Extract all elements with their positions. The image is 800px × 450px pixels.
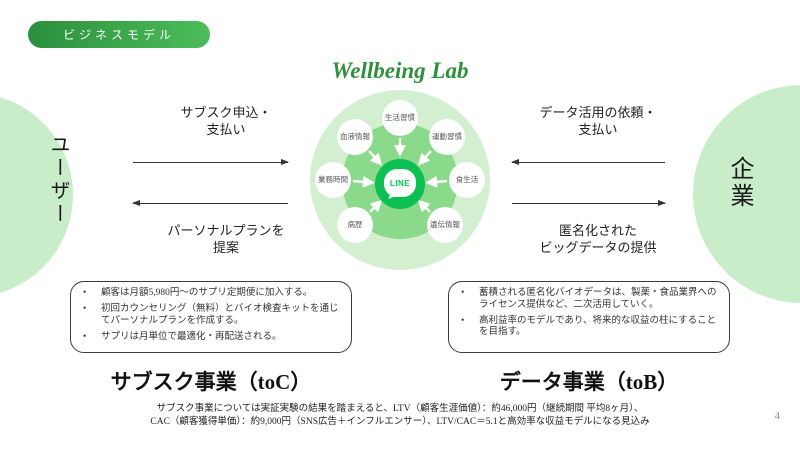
toc-note-item: 初回カウンセリング（無料）とバイオ検査キットを通じてパーソナルプランを作成する。	[71, 304, 343, 327]
arrow-user-to-platform	[133, 159, 289, 165]
line-logo: LINE	[375, 159, 425, 209]
toc-note-box: 顧客は月額5,980円～のサプリ定期便に加入する。 初回カウンセリング（無料）と…	[70, 281, 352, 353]
heading-data-business: データ事業（toB）	[499, 370, 679, 394]
toc-note-item: サプリは月単位で最適化・再配送される。	[71, 332, 343, 344]
toc-note-list: 顧客は月額5,980円～のサプリ定期便に加入する。 初回カウンセリング（無料）と…	[71, 288, 343, 343]
page-title: Wellbeing Lab	[331, 58, 469, 83]
arrow-platform-to-company	[512, 200, 666, 206]
data-bubble-medical-history: 病歴	[337, 207, 373, 243]
data-bubble-blood-info: 血液情報	[337, 119, 373, 155]
heading-subscription-business: サブスク事業（toC）	[110, 370, 312, 394]
tob-note-list: 蓄積される匿名化バイオデータは、製薬・食品業界へのライセンス提供など、二次活用し…	[449, 288, 721, 339]
section-badge: ビジネスモデル	[28, 21, 210, 48]
flow-label-data-request-payment: データ活用の依頼・ 支払い	[539, 105, 657, 137]
user-label: ユーザー	[47, 134, 69, 226]
footer-ltv-cac-note: サブスク事業については実証実験の結果を踏まえると、LTV（顧客生涯価値）：約46…	[150, 404, 650, 427]
tob-note-item: 蓄積される匿名化バイオデータは、製薬・食品業界へのライセンス提供など、二次活用し…	[449, 288, 721, 311]
data-bubble-genetic-info: 遺伝情報	[427, 207, 463, 243]
tob-note-box: 蓄積される匿名化バイオデータは、製薬・食品業界へのライセンス提供など、二次活用し…	[448, 281, 730, 353]
tob-note-item: 高利益率のモデルであり、将来的な収益の柱にすることを目指す。	[449, 316, 721, 339]
flow-label-subscription-payment: サブスク申込・ 支払い	[180, 105, 272, 137]
flow-label-anonymized-bigdata: 匿名化された ビッグデータの提供	[539, 223, 657, 255]
section-badge-label: ビジネスモデル	[62, 28, 175, 42]
company-label: 企業	[726, 156, 752, 210]
arrow-platform-to-user	[132, 200, 288, 206]
line-logo-speech-bubble: LINE	[384, 169, 416, 197]
data-bubble-exercise: 運動習慣	[429, 119, 465, 155]
data-bubble-diet: 食生活	[449, 162, 485, 198]
page-number: 4	[774, 410, 781, 422]
flow-label-personal-plan: パーソナルプランを 提案	[167, 223, 285, 255]
toc-note-item: 顧客は月額5,980円～のサプリ定期便に加入する。	[71, 288, 343, 300]
arrow-company-to-platform	[511, 159, 665, 165]
diagram-inward-arrows	[352, 138, 448, 213]
data-hub-diagram: 生活習慣 血液情報 運動習慣 業務時間 食生活 病歴 遺伝情報 LINE	[310, 90, 490, 270]
data-bubble-lifestyle: 生活習慣	[382, 100, 418, 136]
data-bubble-work-hours: 業務時間	[315, 162, 351, 198]
